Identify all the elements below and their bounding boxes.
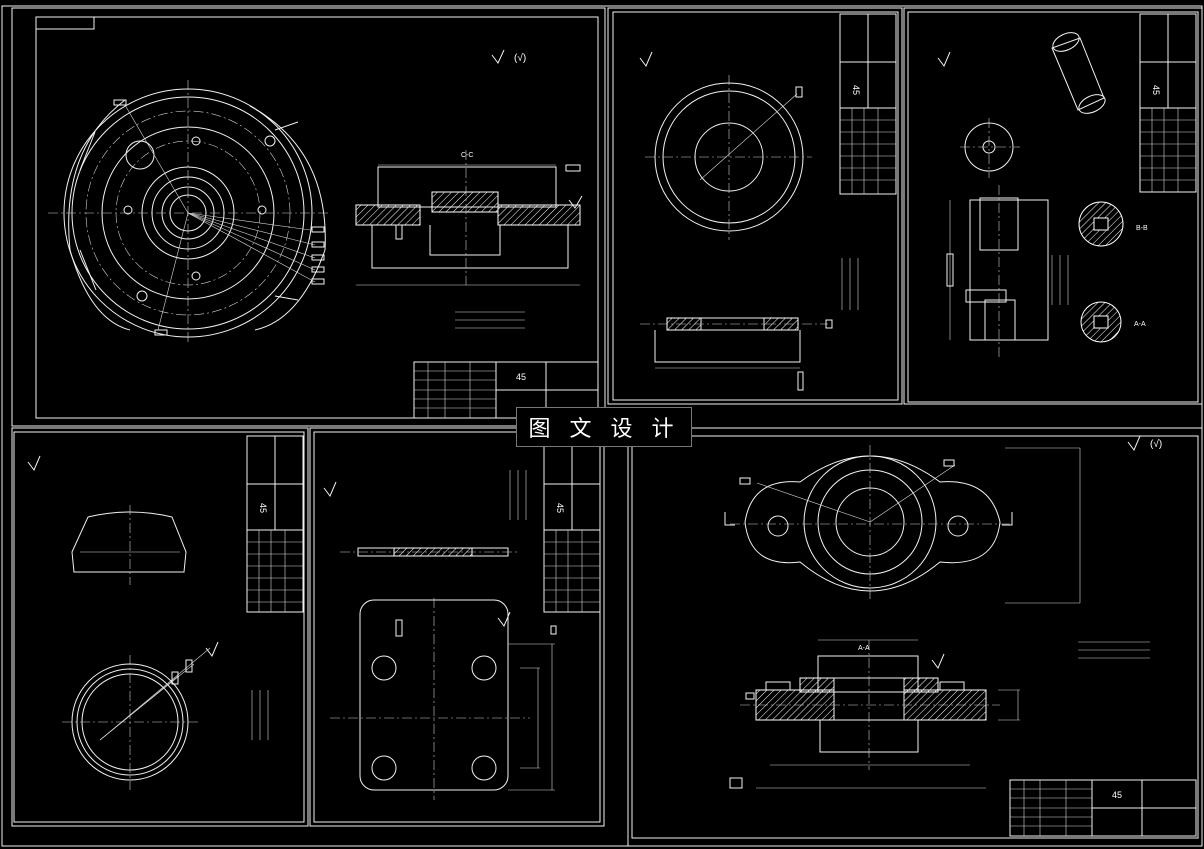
sheet-1-section-label: C-C: [461, 152, 473, 159]
sheet-5-material: 45: [555, 503, 565, 513]
sheet-3-title-block: 45: [1139, 13, 1197, 193]
sheet-2-inner-border: [612, 11, 899, 401]
sheet-6-inner-border: [631, 435, 1199, 839]
sheet-3-border: [903, 7, 1203, 405]
sheet-2-material: 45: [851, 85, 861, 95]
watermark-label: 图 文 设 计: [516, 407, 692, 447]
sheet-1: C-C (√) 45: [11, 7, 606, 427]
sheet-6-roughness-symbol: [1127, 435, 1141, 451]
sheet-6-roughness-label: (√): [1150, 438, 1162, 450]
outer-frame: [1, 5, 1203, 847]
sheet-6-material: 45: [1112, 790, 1122, 800]
sheet-3-section-aa: A-A: [1080, 301, 1146, 343]
sheet-2-title-block: 45: [839, 13, 897, 195]
sheet-3-shaft-end-view: [960, 118, 1020, 178]
sheet-1-inner-border: [35, 16, 599, 419]
sheet-3-section-bb: B-B: [1078, 201, 1148, 247]
sheet-5-tech-notes: [509, 470, 527, 520]
sheet-4: 45: [11, 427, 309, 827]
sheet-6-border: [627, 427, 1203, 847]
sheet-6: A-A (√) 45: [627, 427, 1203, 847]
sheet-1-roughness-label: (√): [514, 52, 526, 64]
sheet-5-inner-border: [313, 431, 601, 823]
sheet-4-material: 45: [258, 503, 268, 513]
sheet-4-border: [11, 427, 309, 827]
sheet-4-title-block: 45: [246, 435, 304, 613]
sheet-5-plate-top-view: [330, 598, 557, 800]
sheet-4-inner-border: [13, 431, 305, 823]
sheet-3-inner-border: [907, 11, 1199, 403]
sheet-2-roughness-symbol: [639, 51, 653, 67]
sheet-1-roughness-symbol: [491, 49, 505, 64]
sheet-6-section-label: A-A: [858, 645, 870, 652]
sheet-2-ring-top-view: [645, 75, 812, 240]
sheet-2-border: [607, 7, 903, 405]
sheet-4-tech-notes: [251, 690, 269, 740]
sheet-3-roughness-symbol: [937, 51, 951, 67]
sheet-5-border: [309, 427, 605, 827]
sheet-2: 45: [607, 7, 903, 405]
sheet-4-ring-top-view: [62, 641, 219, 790]
sheet-3: B-B A-A 45: [903, 7, 1203, 405]
sheet-1-title-block: 45: [413, 361, 599, 419]
sheet-5: 45: [309, 427, 605, 827]
sheet-3-section-bb-label: B-B: [1136, 225, 1148, 232]
sheet-5-roughness-symbol: [497, 611, 511, 627]
sheet-3-section-aa-label: A-A: [1134, 321, 1146, 328]
sheet-3-tech-notes: [1051, 255, 1069, 305]
sheet-5-roughness-symbol-2: [323, 481, 337, 497]
sheet-4-roughness-symbol: [27, 455, 41, 471]
sheet-3-material: 45: [1151, 85, 1161, 95]
sheet-6-bracket-top-view: [724, 445, 1081, 604]
sheet-1-border: [11, 7, 606, 427]
sheet-5-title-block: 45: [543, 435, 601, 613]
sheet-2-tech-notes: [841, 258, 859, 310]
sheet-3-shaft-side-view: [946, 185, 1049, 360]
sheet-2-section-view: [640, 317, 833, 391]
sheet-4-ring-section: [71, 505, 187, 585]
sheet-1-material: 45: [516, 372, 526, 382]
sheet-1-corner-tag: [35, 16, 95, 30]
sheet-1-flange-top-view: [48, 80, 330, 345]
sheet-6-bracket-section: A-A: [729, 639, 1020, 789]
sheet-6-tech-notes: [1078, 641, 1150, 659]
sheet-1-section-view: C-C: [355, 150, 583, 286]
sheet-3-shaft-3d-view: [1051, 32, 1106, 114]
sheet-6-title-block: 45: [1009, 779, 1197, 837]
sheet-5-plate-section: [340, 547, 518, 557]
sheet-1-tech-notes: [455, 311, 525, 329]
